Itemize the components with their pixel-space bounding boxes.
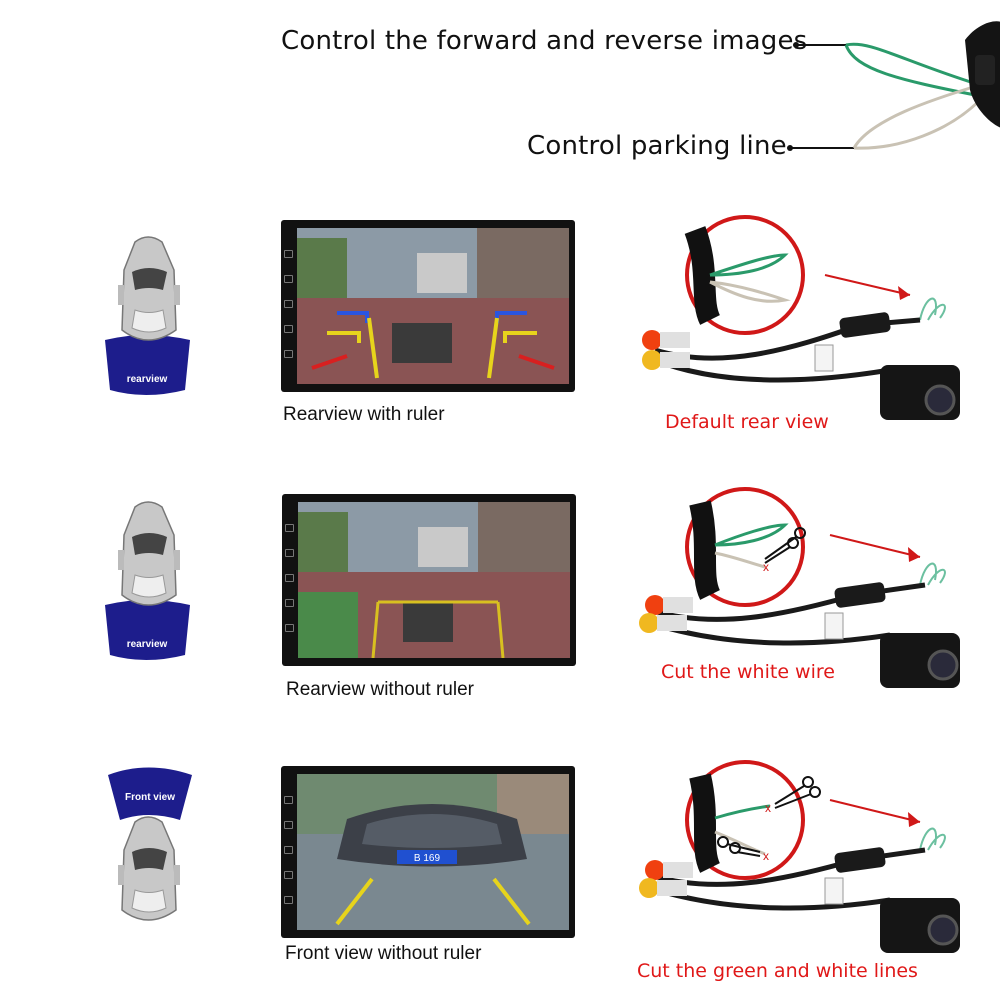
car-front-icon: Front view	[108, 767, 192, 921]
badge-label: rearview	[127, 374, 168, 385]
camera-view-rear	[297, 228, 569, 384]
label-parking-line: Control parking line	[527, 131, 787, 161]
svg-text:x: x	[765, 801, 771, 815]
screen-side-buttons	[281, 766, 295, 938]
camera-view-front: B 169	[297, 774, 569, 930]
badge-label: Front view	[125, 792, 175, 803]
svg-text:x: x	[763, 560, 769, 574]
camera-wire-cut-both-illustration: x x	[639, 760, 960, 953]
badge-label: rearview	[127, 639, 168, 650]
row-caption: Rearview with ruler	[283, 404, 445, 425]
scissors-icon	[764, 527, 806, 564]
car-rear-icon: rearview	[105, 236, 190, 395]
camera-view-rear	[298, 502, 570, 658]
head-unit-screen: B 169	[281, 766, 575, 938]
screen-side-buttons	[281, 220, 295, 392]
scissors-icon	[717, 836, 761, 857]
camera-cable-illustration	[787, 21, 1000, 151]
head-unit-screen	[282, 494, 576, 666]
label-forward-reverse: Control the forward and reverse images	[281, 26, 808, 56]
row-instruction: Cut the white wire	[661, 661, 835, 683]
row-caption: Rearview without ruler	[286, 679, 474, 700]
scissors-icon	[774, 776, 821, 809]
car-rear-icon: rearview	[105, 501, 190, 660]
head-unit-screen	[281, 220, 575, 392]
camera-wire-illustration	[642, 215, 960, 420]
camera-wire-cut-white-illustration: x	[639, 487, 960, 688]
row-instruction: Default rear view	[665, 411, 829, 433]
svg-text:x: x	[763, 849, 769, 863]
row-instruction: Cut the green and white lines	[637, 960, 918, 982]
row-caption: Front view without ruler	[285, 943, 482, 964]
plate-text: B 169	[414, 853, 441, 864]
screen-side-buttons	[282, 494, 296, 666]
